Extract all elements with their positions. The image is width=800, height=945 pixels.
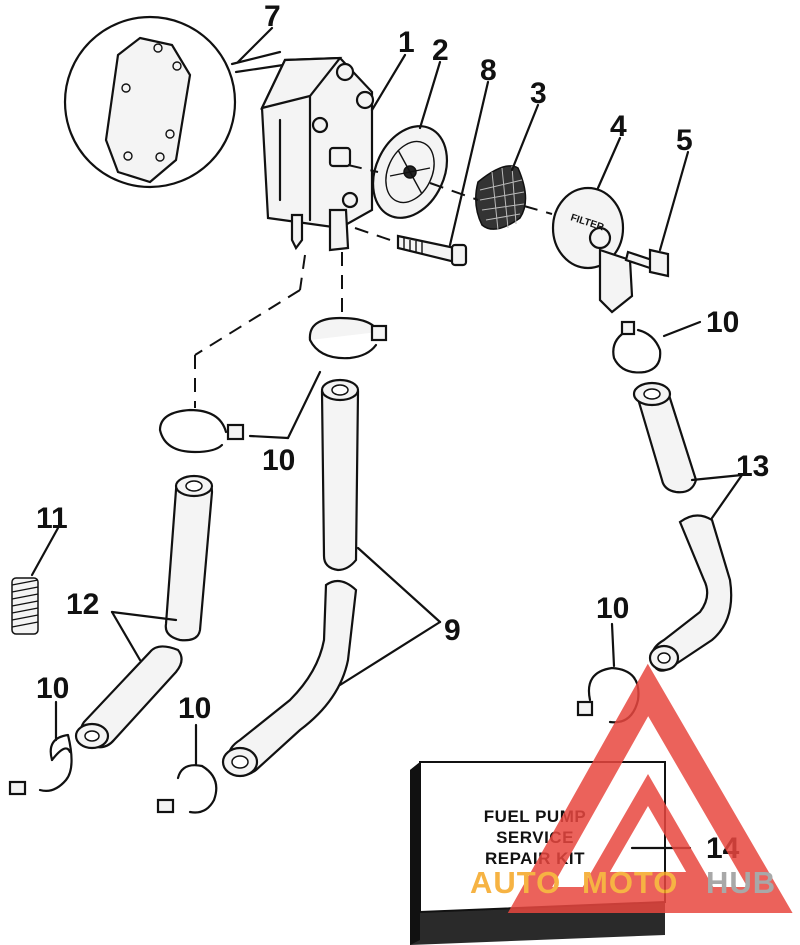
callout-11: 11 [36,502,68,535]
callout-3: 3 [530,77,547,110]
callout-1: 1 [398,26,415,59]
gasket-detail-circle [63,15,292,189]
hose-13-upper [632,381,698,494]
callout-10a: 10 [706,306,739,339]
hose-13-lower [648,514,733,672]
screw [396,234,468,267]
callout-10b: 10 [262,444,295,477]
callout-9: 9 [444,614,461,647]
hose-9-upper [320,378,360,572]
callout-10e: 10 [178,692,211,725]
callout-10c: 10 [596,592,629,625]
clamp-1 [308,316,388,360]
clamp-5 [8,733,73,796]
filter-cover [551,186,634,314]
callout-10d: 10 [36,672,69,705]
hose-9-lower [221,579,358,778]
assembly-lines [194,164,553,408]
leader-lines [30,26,744,850]
callout-2: 2 [432,34,449,67]
hose-12-upper [164,474,214,642]
cover-screw [624,248,670,278]
watermark-hub: HUB [706,865,776,900]
diaphragm [372,125,448,219]
callout-13: 13 [736,450,769,483]
callout-12: 12 [66,588,99,621]
callout-5: 5 [676,124,693,157]
spring [11,577,39,635]
callout-7: 7 [264,0,281,33]
watermark-logo: AUTO MOTO HUB [470,663,793,913]
clamp-6 [156,764,218,814]
callout-4: 4 [610,110,627,143]
watermark-auto: AUTO [470,865,561,900]
fuel-pump-body [259,56,375,252]
filter-screen [475,165,527,231]
clamp-2 [158,408,245,454]
callout-8: 8 [480,54,497,87]
watermark-moto: MOTO [582,865,678,900]
clamp-3 [612,320,662,374]
hose-12-lower [74,645,183,750]
